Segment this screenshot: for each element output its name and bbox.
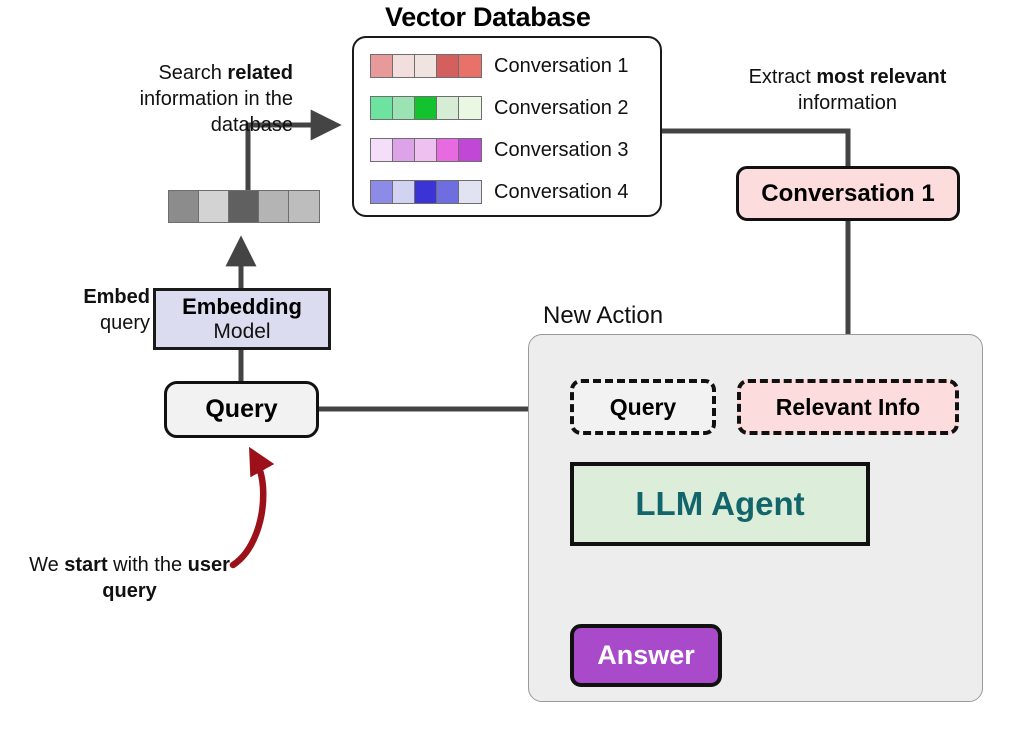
swatch (199, 191, 229, 222)
query-embedding-vector (168, 190, 320, 223)
swatch (393, 181, 415, 203)
conversation-label: Conversation 3 (494, 138, 629, 161)
vector-db-row[interactable]: Conversation 2 (370, 96, 629, 120)
swatch (459, 139, 481, 161)
llm-agent-node[interactable]: LLM Agent (570, 462, 870, 546)
swatch (169, 191, 199, 222)
swatch (371, 97, 393, 119)
swatch (415, 55, 437, 77)
embedding-model-line2: Model (213, 319, 271, 343)
swatch (289, 191, 319, 222)
swatch (415, 181, 437, 203)
swatch (371, 181, 393, 203)
swatch (437, 181, 459, 203)
wire-database-to-conversation1 (662, 128, 851, 166)
swatch (459, 55, 481, 77)
caption-embed-query: Embed query (83, 286, 150, 334)
vector-db-row[interactable]: Conversation 3 (370, 138, 629, 162)
new-action-query-node[interactable]: Query (570, 379, 716, 435)
caption-search-related: Search related information in the databa… (139, 62, 293, 136)
vector-database-panel: Conversation 1 Conversation 2 Conversati… (352, 36, 662, 217)
swatch (393, 139, 415, 161)
caption-start-user-query: We start with the user query (29, 554, 230, 602)
swatch (437, 55, 459, 77)
red-start-arrow (229, 446, 275, 569)
swatch (415, 97, 437, 119)
vector-db-row[interactable]: Conversation 1 (370, 54, 629, 78)
embedding-model-node[interactable]: Embedding Model (153, 288, 331, 350)
embedding-model-line1: Embedding (182, 293, 302, 319)
swatch (459, 97, 481, 119)
conversation-1-result-node[interactable]: Conversation 1 (736, 166, 960, 221)
swatch (393, 55, 415, 77)
swatch (371, 139, 393, 161)
swatch (415, 139, 437, 161)
swatch (437, 97, 459, 119)
embedding-swatches-conversation-1 (370, 54, 482, 78)
swatch (259, 191, 289, 222)
swatch (437, 139, 459, 161)
vector-db-row[interactable]: Conversation 4 (370, 180, 629, 204)
embedding-swatches-conversation-2 (370, 96, 482, 120)
swatch (459, 181, 481, 203)
embedding-swatches-conversation-4 (370, 180, 482, 204)
embedding-swatches-conversation-3 (370, 138, 482, 162)
page-title: Vector Database (385, 2, 591, 32)
swatch (393, 97, 415, 119)
swatch (371, 55, 393, 77)
answer-node[interactable]: Answer (570, 624, 722, 687)
swatch (229, 191, 259, 222)
query-node[interactable]: Query (164, 381, 319, 438)
caption-extract-relevant: Extract most relevant information (748, 66, 947, 114)
new-action-label: New Action (543, 302, 664, 329)
relevant-info-node[interactable]: Relevant Info (737, 379, 959, 435)
conversation-label: Conversation 2 (494, 96, 629, 119)
conversation-label: Conversation 1 (494, 54, 629, 77)
conversation-label: Conversation 4 (494, 180, 629, 203)
